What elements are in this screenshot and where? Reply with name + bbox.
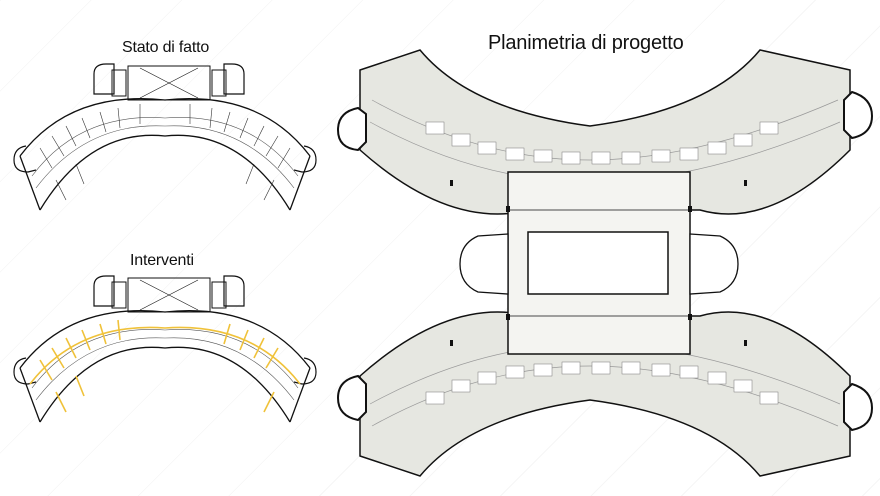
title-planimetria-di-progetto: Planimetria di progetto bbox=[488, 32, 684, 54]
core-stairs bbox=[459, 233, 739, 295]
central-core bbox=[111, 65, 227, 101]
stair-towers bbox=[13, 63, 317, 173]
corridor-lines bbox=[31, 117, 299, 189]
central-core bbox=[111, 277, 227, 313]
central-core bbox=[507, 171, 691, 355]
room-partitions bbox=[39, 104, 291, 201]
workstations bbox=[425, 121, 779, 405]
wing-outline bbox=[19, 98, 311, 211]
existing-floor-plan bbox=[13, 63, 317, 211]
structural-columns bbox=[450, 180, 747, 346]
corner-stair-towers bbox=[336, 90, 874, 432]
corridor-lines bbox=[31, 329, 299, 401]
intervention-demolitions bbox=[29, 319, 301, 413]
interventions-floor-plan bbox=[13, 275, 317, 423]
title-interventi: Interventi bbox=[130, 252, 194, 269]
project-floor-plan bbox=[336, 49, 874, 477]
title-stato-di-fatto: Stato di fatto bbox=[122, 39, 210, 56]
wing-outline bbox=[19, 310, 311, 423]
stair-towers bbox=[13, 275, 317, 385]
